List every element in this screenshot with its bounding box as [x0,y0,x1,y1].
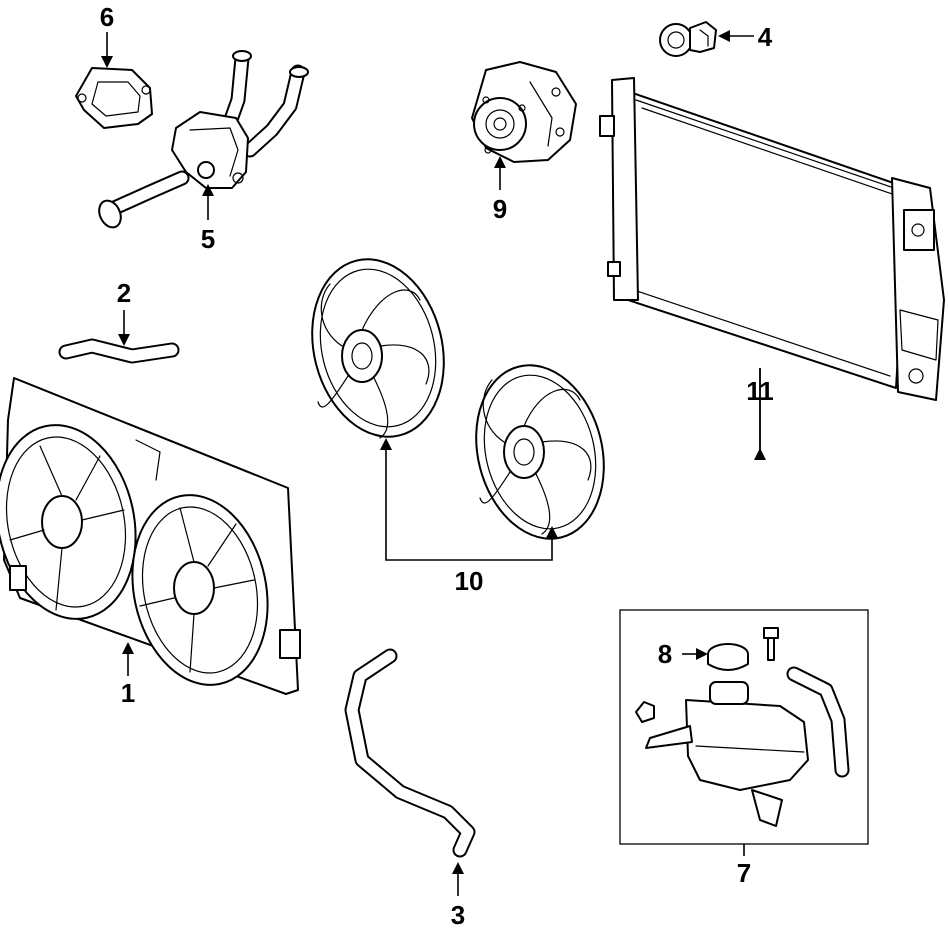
radiator [599,77,945,401]
callout-7: 7 [737,858,751,888]
reservoir-hose [786,666,850,778]
radiator-inlet-hose [344,648,476,858]
callout-10: 10 [455,566,484,596]
reservoir-cap [707,643,749,671]
callout-4: 4 [758,22,773,52]
callout-11: 11 [746,376,774,406]
reservoir-bolt [763,627,779,661]
cooling-fan-lower [475,364,605,540]
callout-9: 9 [493,194,507,224]
leader-lines [101,30,766,896]
cooling-fan-upper [311,258,445,439]
callout-5: 5 [201,224,215,254]
coolant-reservoir [645,681,809,827]
callout-3: 3 [451,900,465,930]
callout-6: 6 [100,2,114,32]
thermostat [659,21,717,57]
water-pump [471,61,577,163]
callout-2: 2 [117,278,131,308]
callout-labels: 6 5 4 9 2 11 10 1 8 7 3 [100,2,774,930]
callout-8: 8 [658,639,672,669]
thermostat-housing [98,50,309,229]
reservoir-nut [635,701,655,723]
bypass-hose [58,338,180,364]
callout-1: 1 [121,678,135,708]
fan-shroud-assembly [0,377,301,695]
thermostat-housing-gasket [75,67,153,129]
